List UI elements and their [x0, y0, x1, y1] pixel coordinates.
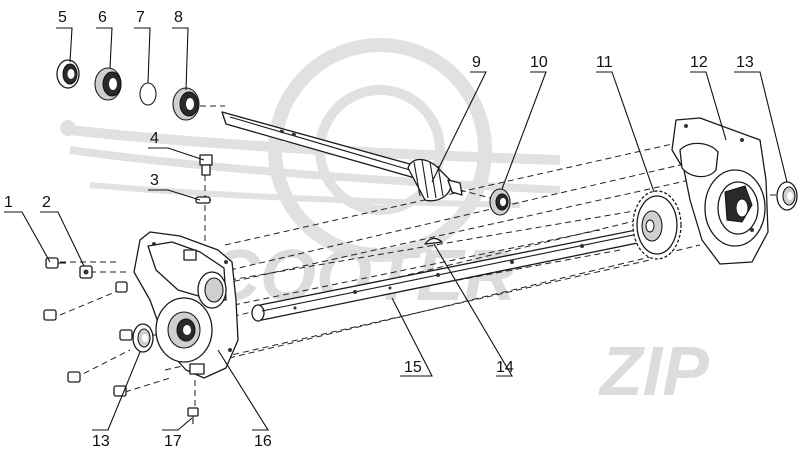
part-13-left-seal	[132, 323, 154, 353]
label-part-16: 16	[254, 433, 272, 450]
part-4-breather-fitting	[199, 154, 213, 176]
label-part-13-right: 13	[736, 54, 754, 71]
part-3-pin	[195, 196, 211, 204]
part-11-gear	[632, 190, 682, 260]
part-10-bearing	[489, 188, 511, 216]
watermark-logo: SCOOTER ZIP	[60, 38, 709, 410]
part-16-left-housing	[133, 231, 239, 379]
label-part-15: 15	[404, 359, 422, 376]
part-13-right-seal	[776, 181, 798, 211]
part-9-worm-shaft	[221, 111, 463, 202]
label-part-3: 3	[150, 172, 159, 189]
label-part-5: 5	[58, 9, 67, 26]
leader-lines	[4, 27, 788, 431]
label-part-2: 2	[42, 194, 51, 211]
part-12-right-housing	[671, 117, 769, 265]
part-7-o-ring	[139, 82, 157, 106]
label-part-13-left: 13	[92, 433, 110, 450]
part-17-screw	[187, 407, 199, 424]
watermark-suffix-text: ZIP	[598, 332, 709, 410]
label-part-10: 10	[530, 54, 548, 71]
part-14-key	[424, 237, 443, 245]
label-part-7: 7	[136, 9, 145, 26]
housing-bolt	[115, 281, 128, 293]
part-2-nut	[79, 265, 93, 279]
label-part-4: 4	[150, 130, 159, 147]
label-part-17: 17	[164, 433, 182, 450]
label-part-6: 6	[98, 9, 107, 26]
label-part-9: 9	[472, 54, 481, 71]
part-8-bearing	[172, 87, 200, 121]
label-part-1: 1	[4, 194, 13, 211]
label-part-12: 12	[690, 54, 708, 71]
label-part-14: 14	[496, 359, 514, 376]
housing-bolt	[67, 371, 81, 383]
part-6-bearing	[94, 67, 122, 101]
housing-bolt	[43, 309, 57, 321]
housing-bolt	[119, 329, 133, 341]
label-part-8: 8	[174, 9, 183, 26]
part-labels: 1 2 3 4 5 6 7 8 9 10 11 12 13 13 14 15 1…	[4, 9, 754, 450]
label-part-11: 11	[596, 54, 613, 71]
part-5-oil-seal	[56, 59, 80, 89]
